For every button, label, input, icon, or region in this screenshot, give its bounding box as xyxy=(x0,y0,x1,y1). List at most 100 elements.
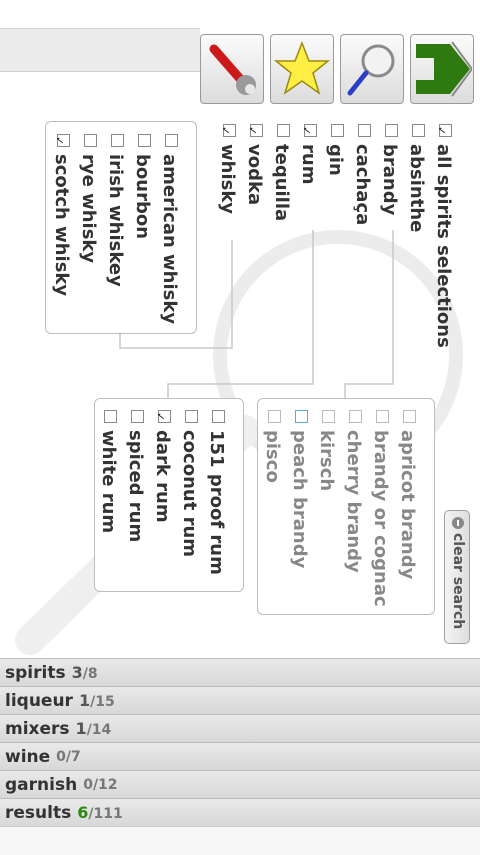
total-count: /8 xyxy=(82,666,98,682)
brandy-list: apricot brandy brandy or cognac cherry b… xyxy=(259,410,421,607)
checkbox[interactable] xyxy=(57,134,70,147)
checkbox[interactable] xyxy=(376,410,389,423)
footer-row-results[interactable]: results 6/111 xyxy=(0,798,480,826)
brandy-item-pisco[interactable]: pisco xyxy=(259,410,286,607)
rum-item-coconut[interactable]: coconut rum xyxy=(176,410,203,575)
checkbox[interactable] xyxy=(403,410,416,423)
rum-label: 151 proof rum xyxy=(206,430,227,575)
rum-list: 151 proof rum coconut rum dark rum spice… xyxy=(95,410,230,575)
brandy-label: pisco xyxy=(262,430,283,483)
brandy-label: apricot brandy xyxy=(397,430,418,580)
checkbox[interactable] xyxy=(111,134,124,147)
whisky-item-irish[interactable]: irish whiskey xyxy=(102,134,129,324)
selected-count: 0 xyxy=(56,748,66,765)
minus-circle-icon xyxy=(452,517,464,529)
clear-search-label: clear search xyxy=(450,533,466,630)
whisky-item-rye[interactable]: rye whisky xyxy=(75,134,102,324)
category-name: garnish xyxy=(5,774,78,795)
spirit-item-cachaca[interactable]: cachaça xyxy=(349,124,376,348)
selected-count: 1 xyxy=(78,691,91,710)
clear-search-content: clear search xyxy=(450,517,466,629)
spirit-item-whisky[interactable]: whisky xyxy=(214,124,241,348)
bottom-strip xyxy=(0,826,480,855)
spirit-item-gin[interactable]: gin xyxy=(322,124,349,348)
spirit-item-brandy[interactable]: brandy xyxy=(376,124,403,348)
checkbox[interactable] xyxy=(268,410,281,423)
search-button[interactable] xyxy=(340,34,404,104)
rum-item-dark[interactable]: dark rum xyxy=(149,410,176,575)
checkbox[interactable] xyxy=(223,124,236,137)
checkbox[interactable] xyxy=(295,410,308,423)
checkbox[interactable] xyxy=(358,124,371,137)
spirit-item-rum[interactable]: rum xyxy=(295,124,322,348)
category-name: liqueur xyxy=(5,690,73,711)
checkbox[interactable] xyxy=(322,410,335,423)
category-name: wine xyxy=(5,746,51,767)
spirit-label: brandy xyxy=(379,144,400,216)
checkbox[interactable] xyxy=(277,124,290,137)
selected-count: 1 xyxy=(75,719,87,738)
spirit-item-absinthe[interactable]: absinthe xyxy=(403,124,430,348)
whisky-item-bourbon[interactable]: bourbon xyxy=(129,134,156,324)
checkbox[interactable] xyxy=(212,410,225,423)
brandy-label: cherry brandy xyxy=(343,430,364,573)
whisky-label: bourbon xyxy=(132,154,153,240)
checkbox[interactable] xyxy=(165,134,178,147)
star-icon xyxy=(274,40,330,95)
checkbox[interactable] xyxy=(84,134,97,147)
home-button[interactable] xyxy=(410,34,474,104)
results-count: 6 xyxy=(77,803,89,822)
whisky-label: american whisky xyxy=(159,154,180,325)
brandy-panel xyxy=(257,398,435,615)
whisky-label: rye whisky xyxy=(78,154,99,264)
rum-item-white[interactable]: white rum xyxy=(95,410,122,575)
checkbox[interactable] xyxy=(250,124,263,137)
total-count: /111 xyxy=(88,806,123,822)
checkbox[interactable] xyxy=(331,124,344,137)
brandy-item-cognac[interactable]: brandy or cognac xyxy=(367,410,394,607)
spirits-list: all spirits selections absinthe brandy c… xyxy=(214,124,457,348)
whisky-label: scotch whisky xyxy=(51,154,72,297)
checkbox[interactable] xyxy=(104,410,117,423)
brandy-item-cherry[interactable]: cherry brandy xyxy=(340,410,367,607)
checkbox[interactable] xyxy=(349,410,362,423)
spirit-item-tequilla[interactable]: tequilla xyxy=(268,124,295,348)
all-spirits-checkbox[interactable] xyxy=(439,124,452,137)
checkbox[interactable] xyxy=(412,124,425,137)
magnifier-icon xyxy=(347,44,395,96)
checkbox[interactable] xyxy=(185,410,198,423)
top-bar xyxy=(0,28,200,72)
brandy-item-apricot[interactable]: apricot brandy xyxy=(394,410,421,607)
brandy-item-kirsch[interactable]: kirsch xyxy=(313,410,340,607)
rum-item-spiced[interactable]: spiced rum xyxy=(122,410,149,575)
brandy-item-peach[interactable]: peach brandy xyxy=(286,410,313,607)
spirit-label: vodka xyxy=(244,144,265,206)
whisky-item-scotch[interactable]: scotch whisky xyxy=(48,134,75,324)
checkbox[interactable] xyxy=(304,124,317,137)
spirit-label: whisky xyxy=(217,144,238,215)
spirit-label: absinthe xyxy=(406,144,427,233)
checkbox[interactable] xyxy=(138,134,151,147)
favorites-button[interactable] xyxy=(270,34,334,104)
settings-button[interactable] xyxy=(200,34,264,104)
checkbox[interactable] xyxy=(385,124,398,137)
spirit-label: rum xyxy=(298,144,319,185)
all-spirits-checkbox-row[interactable]: all spirits selections xyxy=(430,124,457,348)
rum-item-151[interactable]: 151 proof rum xyxy=(203,410,230,575)
checkbox[interactable] xyxy=(131,410,144,423)
selected-count: 3 xyxy=(71,663,83,682)
category-name: results xyxy=(5,802,72,823)
category-name: mixers xyxy=(5,718,70,739)
clear-search-button[interactable]: clear search xyxy=(444,510,470,644)
rum-label: white rum xyxy=(98,430,119,534)
spirit-item-vodka[interactable]: vodka xyxy=(241,124,268,348)
whisky-item-american[interactable]: american whisky xyxy=(156,134,183,324)
checkbox[interactable] xyxy=(158,410,171,423)
